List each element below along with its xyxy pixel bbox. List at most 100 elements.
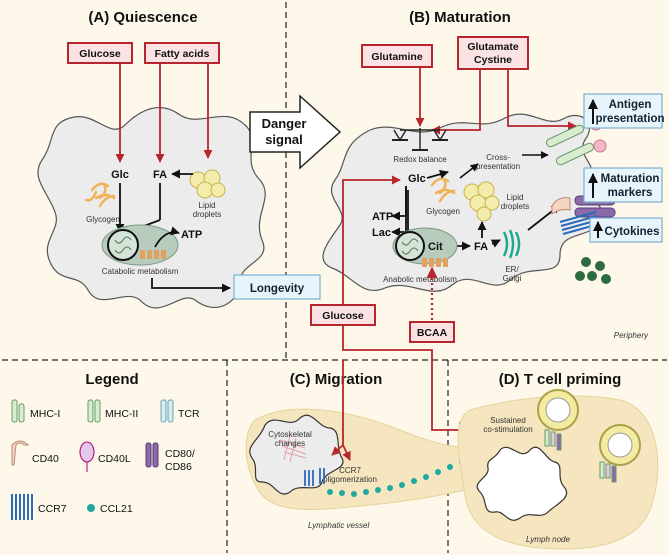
mitochondrion-icon-b bbox=[392, 227, 458, 267]
fa-label-b: FA bbox=[474, 241, 488, 253]
cytokines-icon bbox=[575, 257, 611, 284]
maturation-markers-label-1: Maturation bbox=[601, 173, 660, 185]
ccr7-signal-arrows bbox=[331, 360, 351, 461]
lipid-droplets-icon-a bbox=[189, 169, 226, 199]
tcr-legend-icon bbox=[160, 399, 174, 423]
input-arrows-a bbox=[115, 63, 213, 163]
longevity-arrow bbox=[151, 278, 231, 293]
bcaa-label: BCAA bbox=[417, 327, 448, 339]
legend: Legend MHC-I MHC-II TCR CD40 CD40L CD80/… bbox=[11, 371, 200, 520]
glc-label-a: Glc bbox=[111, 169, 129, 181]
ccl21-legend-icon bbox=[87, 504, 95, 512]
ccr7-olig-label-2: oligomerization bbox=[323, 475, 377, 484]
glucose-label-b: Glucose bbox=[322, 310, 364, 322]
redox-balance-label: Redox balance bbox=[393, 155, 447, 164]
receptor-interactions bbox=[544, 429, 617, 483]
ccr7-cluster-icon bbox=[304, 468, 325, 486]
mhc1-legend-icon bbox=[11, 399, 25, 423]
anabolic-label: Anabolic metabolism bbox=[383, 275, 457, 284]
input-arrows-b bbox=[415, 67, 577, 135]
glucose-label-a: Glucose bbox=[79, 48, 121, 60]
cd40-legend-label: CD40 bbox=[32, 453, 59, 465]
lipid-droplets-label-b-1: Lipid bbox=[507, 193, 524, 202]
panel-b-title: (B) Maturation bbox=[409, 9, 511, 26]
lipid-droplets-label-b-2: droplets bbox=[501, 202, 529, 211]
lipid-droplets-label-a-1: Lipid bbox=[199, 201, 216, 210]
maturation-markers-label-2: markers bbox=[608, 187, 653, 199]
t-cell-2 bbox=[599, 424, 641, 466]
periphery-label: Periphery bbox=[614, 331, 649, 340]
glutamine-box bbox=[361, 44, 433, 68]
mhc1-legend-label: MHC-I bbox=[30, 408, 60, 420]
atp-label-a: ATP bbox=[181, 229, 202, 241]
cross-presentation-label-1: Cross- bbox=[486, 153, 510, 162]
mitochondrion-icon-a bbox=[101, 224, 179, 266]
glutamate-label: Glutamate bbox=[467, 41, 519, 53]
ccr7-olig-label-1: CCR7 bbox=[339, 466, 361, 475]
ccr7-legend-icon bbox=[11, 494, 33, 520]
cd40-membrane-icon bbox=[551, 197, 571, 215]
glycogen-icon-a bbox=[84, 182, 116, 208]
cd40-legend-icon bbox=[11, 440, 30, 466]
bcaa-box bbox=[409, 321, 455, 343]
sustained-label-2: co-stimulation bbox=[483, 425, 532, 434]
ccr7-legend-label: CCR7 bbox=[38, 503, 67, 515]
cit-label: Cit bbox=[428, 241, 443, 253]
fatty-acids-box-a bbox=[144, 42, 220, 64]
cystine-label: Cystine bbox=[474, 54, 512, 66]
glycogen-icon-b bbox=[430, 177, 456, 203]
t-cell-1 bbox=[537, 389, 579, 431]
er-golgi-icon bbox=[502, 229, 521, 259]
danger-signal-arrow: Danger signal bbox=[249, 94, 342, 170]
mhc-membrane-icons bbox=[545, 124, 595, 166]
cd80-legend-label: CD80/ bbox=[165, 448, 195, 460]
panel-c-title: (C) Migration bbox=[290, 371, 382, 388]
dendritic-cell-quiescent bbox=[37, 106, 266, 309]
longevity-box bbox=[233, 274, 321, 300]
panel-c-migration: (C) Migration Cytoskeletal changes CCR7 … bbox=[245, 360, 531, 530]
glutamate-cystine-box bbox=[457, 36, 529, 70]
fa-label-a: FA bbox=[153, 169, 167, 181]
sustained-label-1: Sustained bbox=[490, 416, 526, 425]
cytoskeletal-label-1: Cytoskeletal bbox=[268, 430, 312, 439]
panel-d-title: (D) T cell priming bbox=[499, 371, 622, 388]
tcr-legend-label: TCR bbox=[178, 408, 200, 420]
glycogen-label-a: Glycogen bbox=[86, 215, 120, 224]
lymph-node-label: Lymph node bbox=[526, 535, 570, 544]
antigen-presentation-label-2: presentation bbox=[595, 113, 664, 125]
atp-label-b: ATP bbox=[372, 211, 393, 223]
catabolic-label: Catabolic metabolism bbox=[102, 267, 179, 276]
er-golgi-label-2: Golgi bbox=[503, 274, 522, 283]
panel-a-quiescence: (A) Quiescence Glucose Fatty acids Glc F… bbox=[37, 9, 321, 309]
mhc2-legend-icon bbox=[87, 399, 101, 423]
glycogen-to-cross-arrow bbox=[459, 163, 479, 179]
redox-balance-icon bbox=[392, 128, 448, 151]
lac-label-b: Lac bbox=[372, 227, 391, 239]
er-golgi-label-1: ER/ bbox=[505, 265, 519, 274]
cd86-legend-label: CD86 bbox=[165, 461, 192, 473]
cytokines-box: Cytokines bbox=[589, 217, 663, 243]
longevity-label: Longevity bbox=[250, 283, 305, 295]
glc-label-b: Glc bbox=[408, 173, 426, 185]
mhc2-legend-label: MHC-II bbox=[105, 408, 138, 420]
cross-presentation-label-2: presentation bbox=[476, 162, 520, 171]
glycogen-label-b: Glycogen bbox=[426, 207, 460, 216]
panel-d-t-cell-priming: (D) T cell priming Sustained co-stimulat… bbox=[457, 371, 659, 550]
cd40l-legend-icon bbox=[79, 441, 95, 472]
danger-signal-label-2: signal bbox=[265, 132, 303, 147]
lipid-droplets-icon-b bbox=[463, 181, 500, 222]
priming-dendritic-cell bbox=[476, 446, 568, 521]
lymphatic-vessel-label: Lymphatic vessel bbox=[308, 521, 369, 530]
danger-signal-label-1: Danger bbox=[262, 116, 307, 131]
panel-b-maturation: (B) Maturation Glutamine Glutamate Cysti… bbox=[310, 9, 665, 343]
glucose-arrow-b bbox=[342, 175, 401, 305]
cd80-cd86-legend-icon bbox=[145, 442, 159, 468]
maturation-markers-box: Maturation markers bbox=[583, 167, 663, 203]
cd40l-legend-label: CD40L bbox=[98, 453, 131, 465]
antigen-presentation-label-1: Antigen bbox=[609, 99, 652, 111]
glutamine-label: Glutamine bbox=[371, 51, 423, 63]
atp-arrow-a bbox=[154, 226, 180, 248]
lipid-droplets-label-a-2: droplets bbox=[193, 210, 221, 219]
cytokines-label: Cytokines bbox=[605, 226, 660, 238]
